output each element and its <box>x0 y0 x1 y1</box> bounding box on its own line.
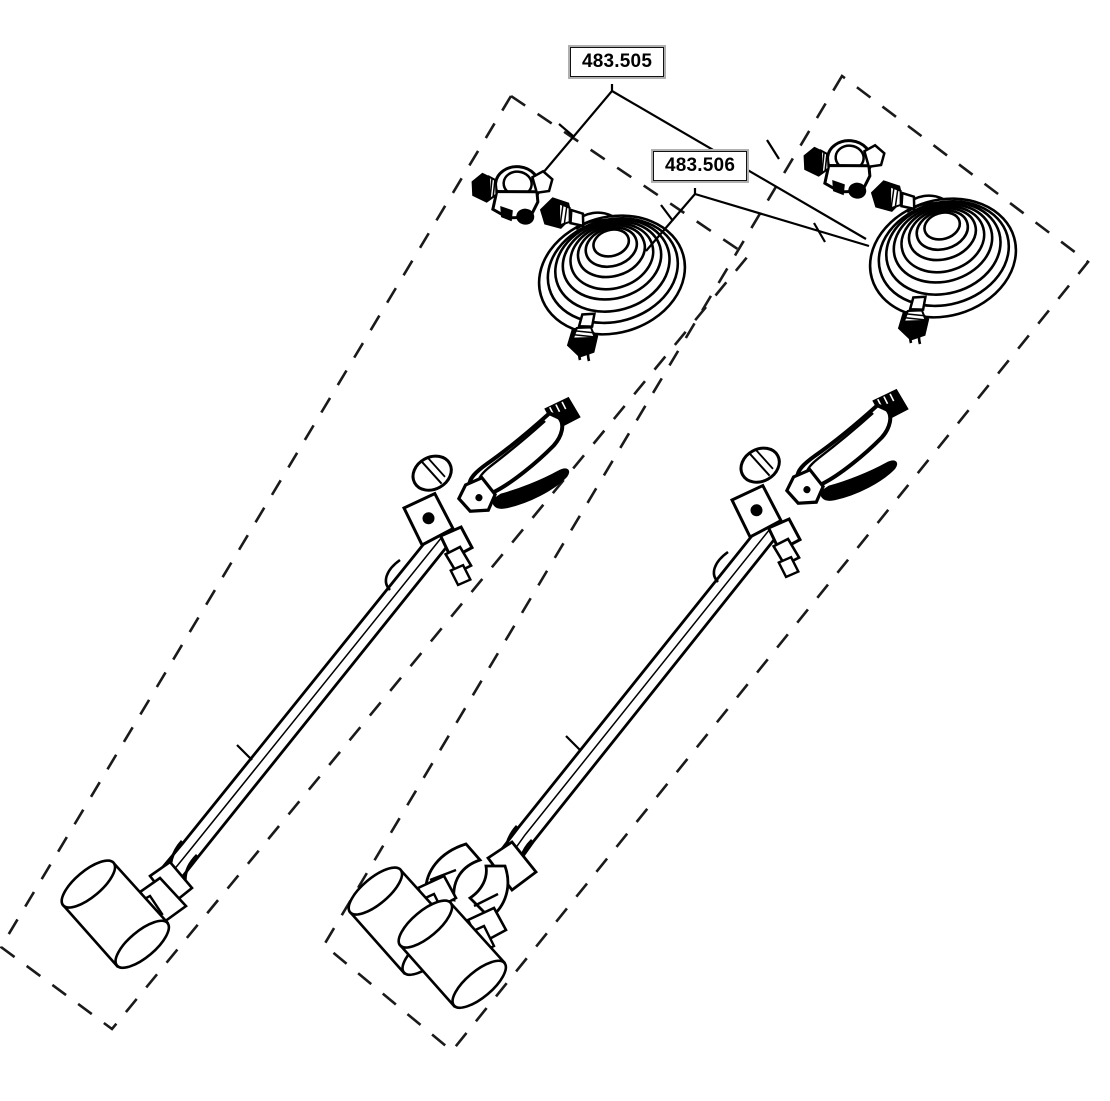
callout-label-483506[interactable]: 483.506 <box>650 149 750 183</box>
lance-tube-right <box>490 511 787 878</box>
valve-bypass-tube-right <box>712 550 729 583</box>
hose-fitting-upper-left <box>537 195 588 233</box>
callout-label-483505[interactable]: 483.505 <box>567 45 667 79</box>
coiled-gas-hose-right <box>868 194 1018 345</box>
hose-fitting-lower-left <box>565 310 601 360</box>
right-assembly <box>332 134 1018 1031</box>
double-burner-head-right <box>332 840 538 1031</box>
boundary-right <box>322 74 1090 1053</box>
single-burner-head-left <box>45 838 194 991</box>
pressure-regulator-left <box>467 160 555 229</box>
hose-fitting-lower-right <box>896 293 932 343</box>
hose-fitting-upper-right <box>868 178 919 216</box>
boundary-left <box>0 94 750 1031</box>
lance-tube-left <box>150 519 459 896</box>
left-assembly <box>45 160 687 991</box>
valve-bypass-tube-left <box>384 558 401 591</box>
